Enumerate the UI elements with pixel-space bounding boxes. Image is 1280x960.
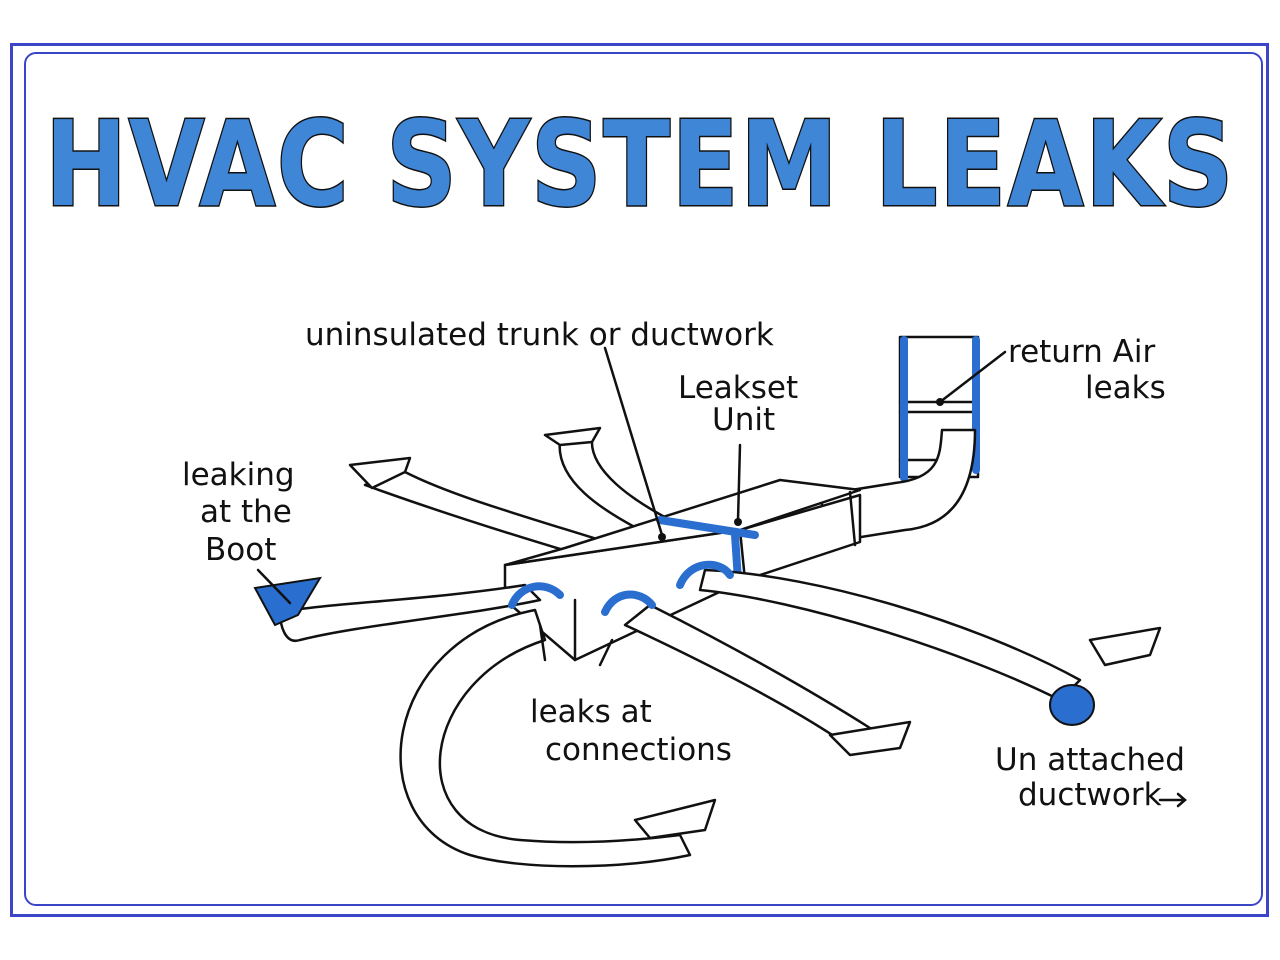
label-boot-line3: Boot bbox=[205, 532, 276, 568]
arrow-unattached bbox=[1158, 792, 1187, 808]
boot-right bbox=[1088, 626, 1162, 667]
label-unattached-line1: Un attached bbox=[995, 742, 1185, 778]
leader-lines bbox=[256, 346, 1007, 667]
diagram-title: HVAC SYSTEM LEAKS bbox=[45, 95, 1235, 233]
inner-frame bbox=[24, 52, 1263, 906]
label-leakset-line2: Unit bbox=[712, 402, 775, 438]
outer-frame bbox=[10, 43, 1269, 917]
branch-duct-left-boot bbox=[278, 583, 542, 643]
boot-back-mid bbox=[543, 426, 602, 447]
branch-duct-center bbox=[623, 603, 872, 742]
connection-leaks bbox=[508, 560, 734, 616]
branch-duct-long-curve bbox=[399, 608, 692, 868]
label-leakset-line1: Leakset bbox=[678, 370, 798, 406]
label-return-line1: return Air bbox=[1008, 334, 1155, 370]
label-unattached-line2: ductwork bbox=[1018, 777, 1162, 813]
label-boot-line1: leaking bbox=[182, 457, 295, 493]
label-connections-line2: connections bbox=[545, 732, 732, 768]
label-uninsulated: uninsulated trunk or ductwork bbox=[305, 317, 774, 353]
branch-duct-right-loose bbox=[698, 568, 1082, 702]
label-boot-line2: at the bbox=[200, 494, 292, 530]
label-return-line2: leaks bbox=[1085, 370, 1166, 406]
boot-center bbox=[828, 720, 912, 757]
boot-bottom bbox=[633, 798, 717, 840]
unattached-duct-opening bbox=[1049, 684, 1095, 726]
branch-duct-back-left bbox=[363, 470, 602, 554]
boot-back-left bbox=[348, 456, 412, 490]
label-connections-line1: leaks at bbox=[530, 694, 652, 730]
